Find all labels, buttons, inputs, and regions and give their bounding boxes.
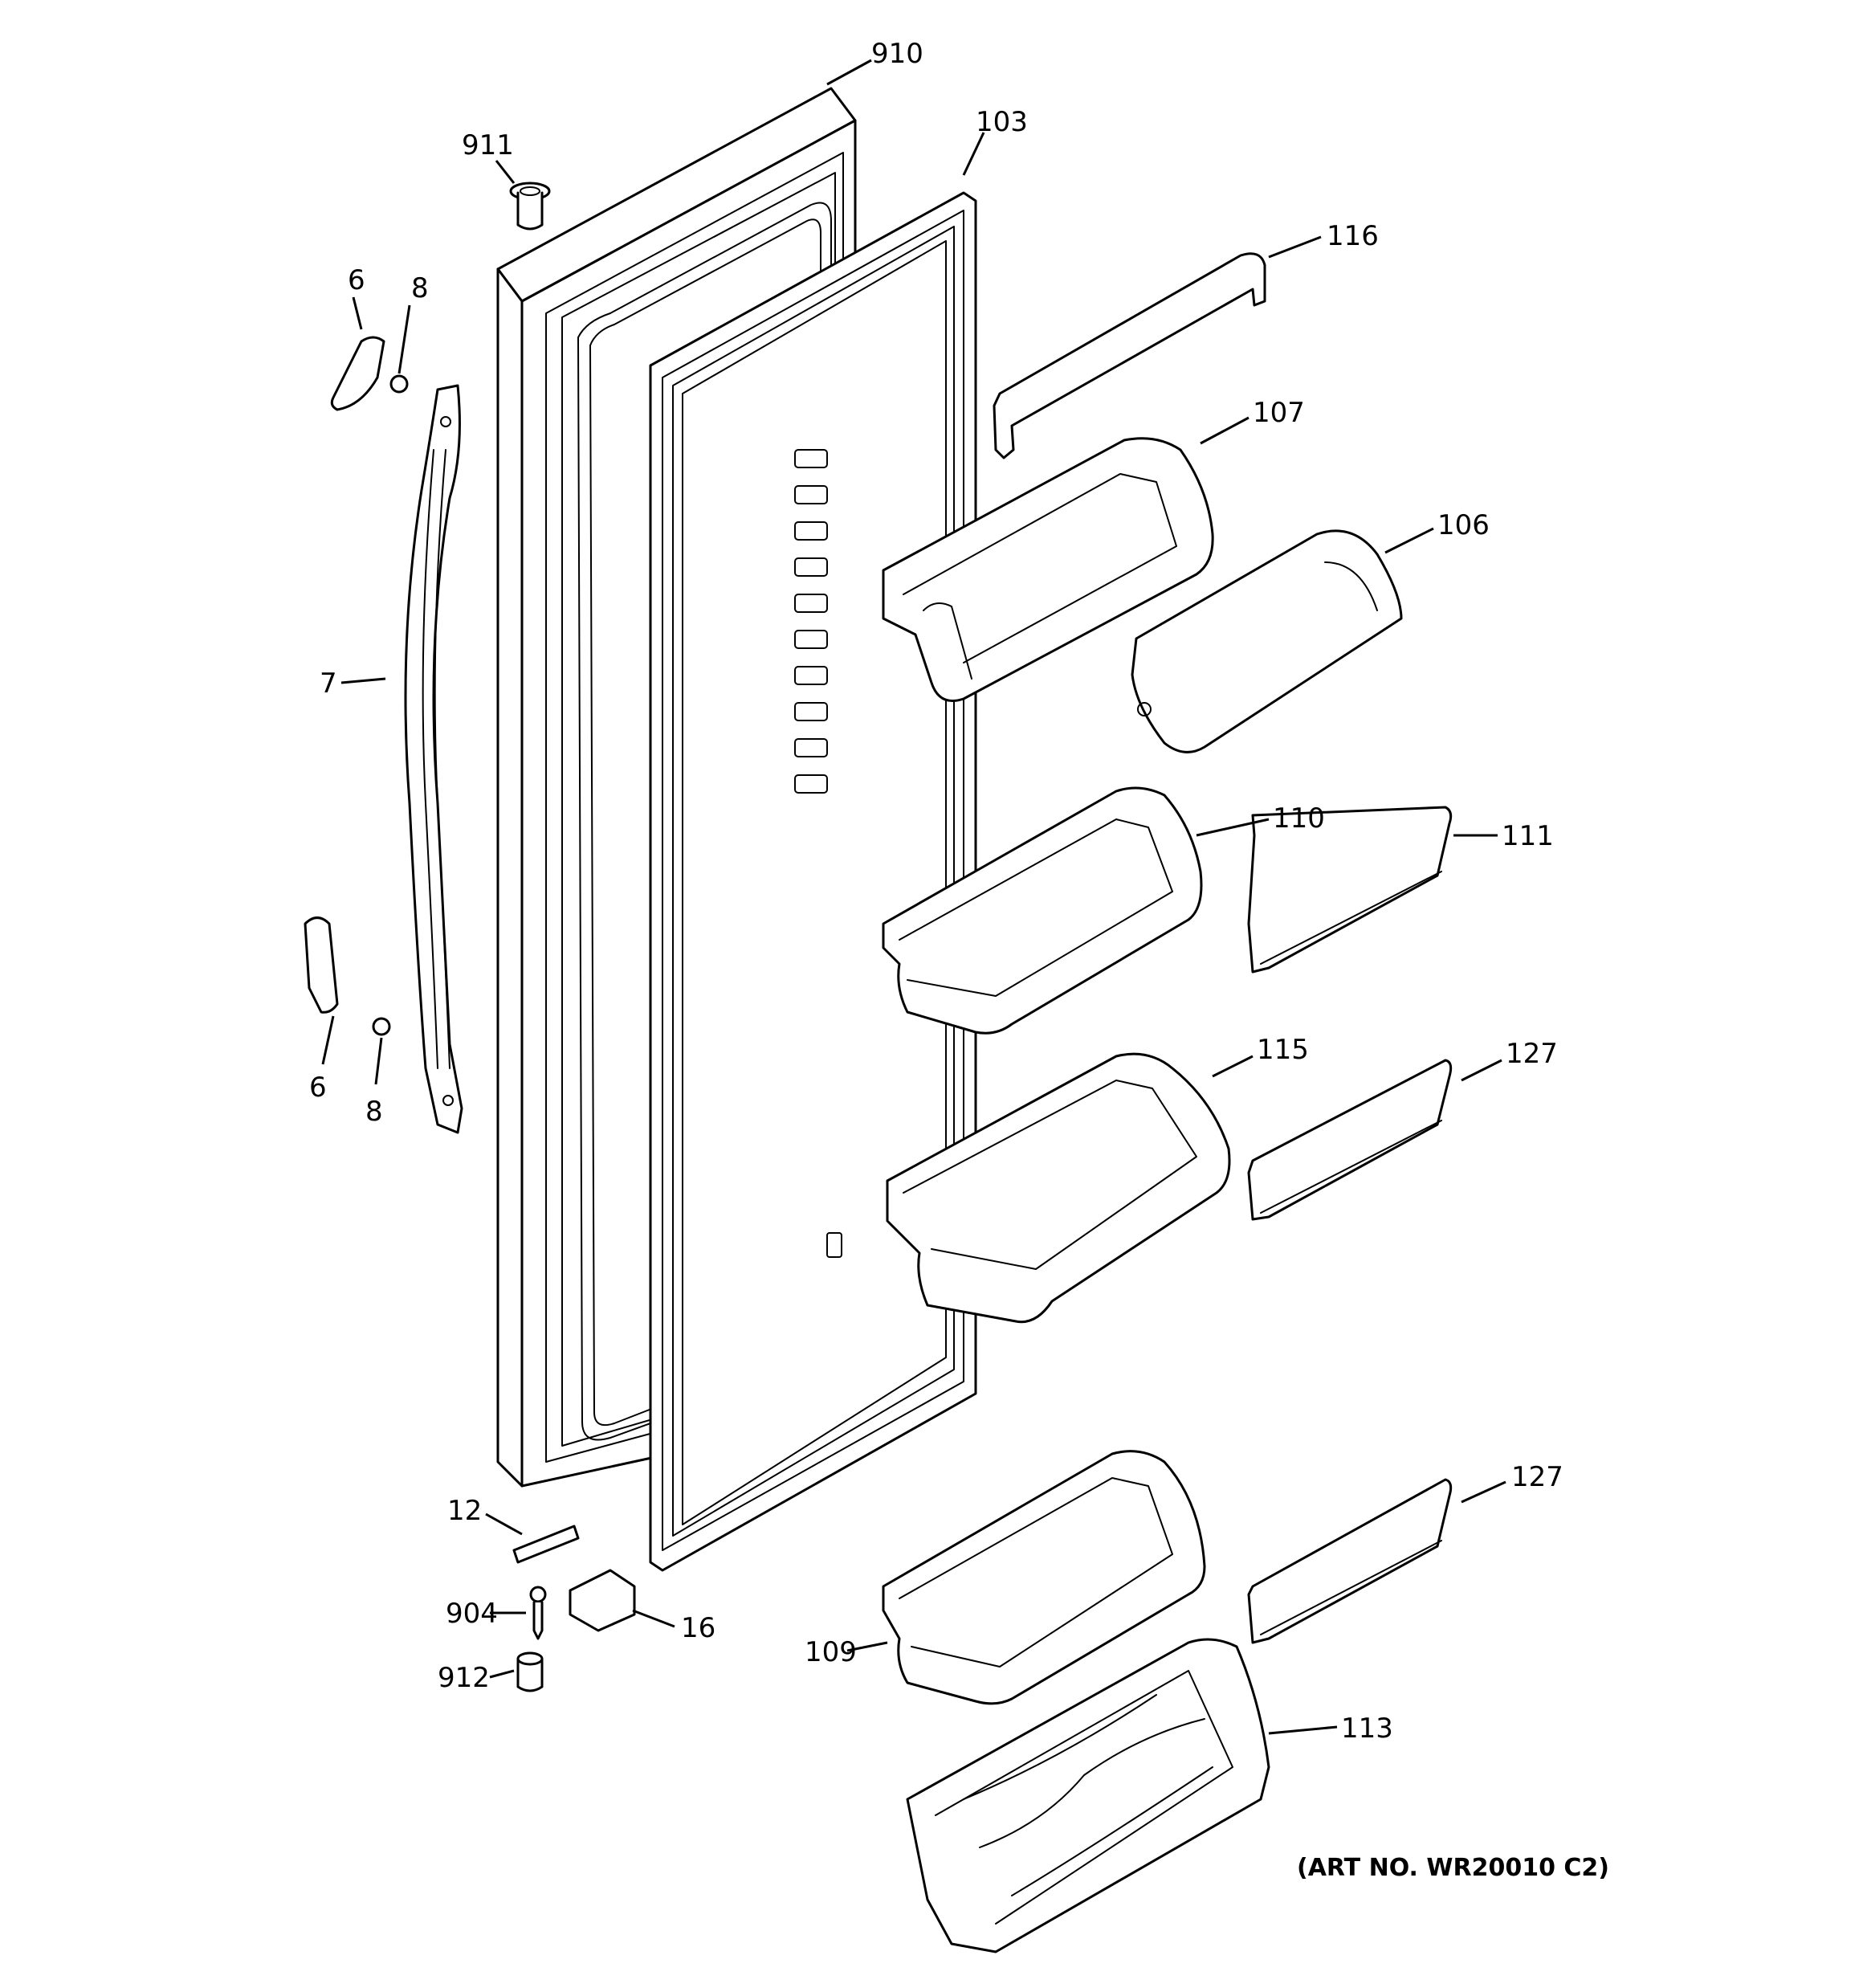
callout-12: 12 [447,1495,482,1527]
hinge-block-16 [569,1569,636,1632]
callout-910: 910 [871,38,923,70]
callout-127-lower: 127 [1511,1461,1563,1493]
bin-front-127-upper [1247,1059,1453,1221]
callout-8-top: 8 [411,272,429,304]
bin-front-111 [1247,806,1453,974]
callout-111: 111 [1502,820,1554,852]
handle-end-cap-bottom [304,916,339,1014]
callout-16: 16 [681,1612,715,1644]
callout-103: 103 [976,106,1028,138]
liner-shelf-clips [794,449,842,1258]
callout-8-bottom: 8 [365,1096,383,1128]
dairy-door-cover [1131,529,1403,753]
callout-110: 110 [1273,802,1325,835]
callout-109: 109 [805,1636,857,1668]
hinge-cap-top [509,182,551,231]
callout-labels: 910 911 103 116 107 106 6 8 7 6 8 110 11… [309,38,1563,1745]
art-number: (ART NO. WR20010 C2) [1297,1854,1609,1882]
egg-tray-113 [906,1638,1270,1953]
handle-screw-bottom [372,1017,391,1036]
callout-127-upper: 127 [1506,1038,1558,1070]
callout-911: 911 [462,129,514,161]
screw-904 [529,1586,547,1640]
door-handle [404,384,463,1134]
callout-6-top: 6 [348,264,365,296]
dairy-door-bar [993,252,1266,459]
handle-end-cap-top [330,336,385,411]
handle-screw-top [389,374,409,394]
hinge-cap-bottom-912 [516,1651,544,1692]
door-bin-109 [882,1450,1206,1705]
callout-113: 113 [1341,1712,1393,1745]
callout-904: 904 [446,1598,498,1630]
callout-116: 116 [1327,220,1379,252]
leader-lines [321,59,1506,1735]
callout-107: 107 [1253,397,1305,429]
callout-6-bottom: 6 [309,1072,327,1104]
callout-115: 115 [1257,1034,1309,1066]
callout-106: 106 [1437,509,1490,541]
callout-7: 7 [320,667,337,700]
door-bin-107 [882,437,1214,702]
hinge-plate-12 [512,1525,580,1564]
callout-912: 912 [438,1662,490,1694]
door-bin-110 [882,786,1203,1035]
door-bin-115 [886,1052,1231,1324]
door-gasket [649,191,977,1572]
bin-front-127-lower [1247,1478,1453,1644]
